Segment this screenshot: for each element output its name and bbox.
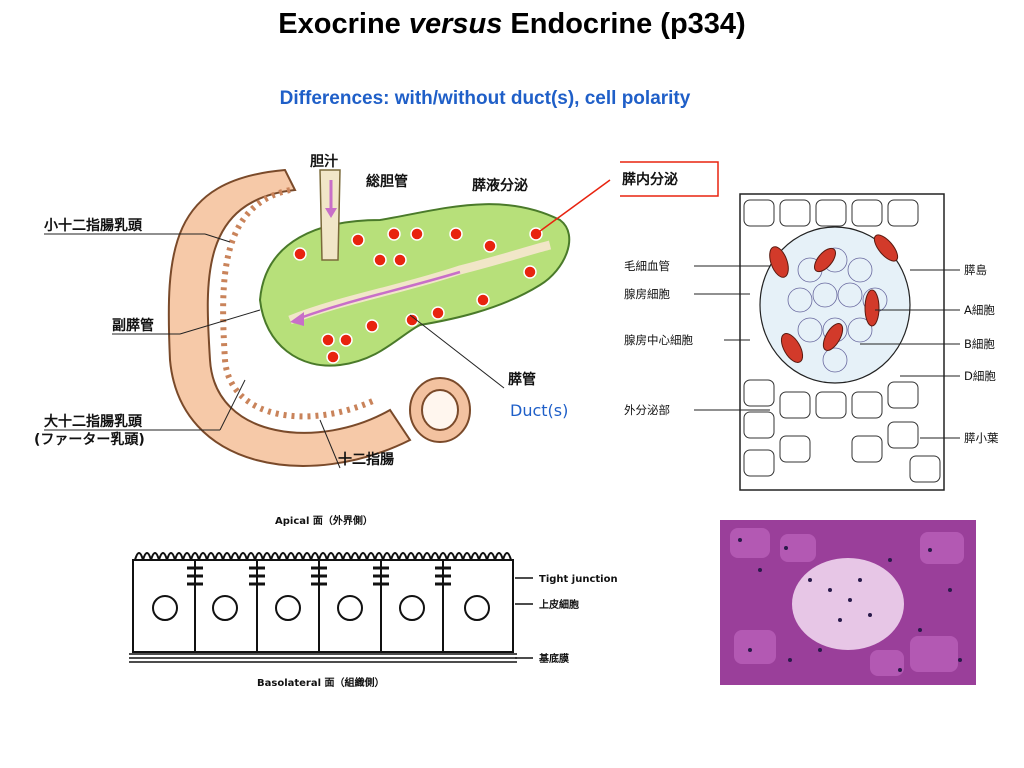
label-pancreatic-secretion: 膵液分泌 [472,177,528,194]
label-bile: 胆汁 [310,153,338,170]
label-major-papilla: 大十二指腸乳頭 [44,413,143,430]
label-tight-junction: Tight junction [539,574,618,585]
label-basolateral: Basolateral 面（組織側） [257,676,385,689]
pancreas-diagram: 胆汁 総胆管 膵液分泌 小十二指腸乳頭 副膵管 大十二指腸乳頭 (ファーター乳頭… [34,153,611,469]
label-a-cell: A細胞 [964,303,995,317]
label-duodenum: 十二指腸 [338,451,394,468]
islet-diagram: 膵内分泌 毛細血管 腺房細胞 腺房中心細胞 外分泌部 膵島 A細胞 B細胞 [620,160,1024,500]
duct-annotation: Duct(s) [510,401,568,420]
label-epithelial-cell: 上皮細胞 [539,598,579,611]
islet-cells [787,247,888,373]
label-capillary: 毛細血管 [624,259,670,273]
duodenum-shape [167,168,412,467]
basement-membrane [129,653,517,663]
label-b-cell: B細胞 [964,337,995,351]
microvilli [134,552,512,564]
main-pancreatic-duct [288,240,552,325]
acinar-cells [743,199,941,483]
nuclei [738,538,962,672]
epithelium-diagram: Apical 面（外界側） Tight junction 上皮細胞 基底膜 Ba… [129,514,618,689]
label-common-bile-duct: 総胆管 [366,173,408,190]
cell-nuclei [152,595,490,621]
label-minor-papilla: 小十二指腸乳頭 [44,217,143,234]
label-exocrine-part: 外分泌部 [624,403,670,417]
islet-of-langerhans [792,558,904,650]
label-centroacinar-cell: 腺房中心細胞 [624,333,693,347]
slide-subtitle: Differences: with/without duct(s), cell … [279,88,691,109]
callout-label: 膵内分泌 [622,171,678,188]
label-lobule: 膵小葉 [964,431,999,445]
label-d-cell: D細胞 [964,369,996,383]
label-islet: 膵島 [964,263,987,277]
epithelial-cells [132,559,514,653]
acini-dots [293,227,543,364]
label-accessory-duct: 副膵管 [112,317,154,334]
callout-box [620,161,719,197]
label-basement-membrane: 基底膜 [538,652,569,665]
label-pancreatic-duct: 膵管 [508,371,536,388]
duodenum-folds [220,187,377,420]
slide-title: Exocrine versus Endocrine (p334) [278,8,746,40]
label-apical: Apical 面（外界側） [275,514,373,527]
tight-junctions [187,566,451,586]
label-vater: (ファーター乳頭) [34,431,145,448]
capillary-red-cells [769,234,899,363]
label-acinar-cell: 腺房細胞 [624,287,670,301]
histology-micrograph [720,520,976,685]
